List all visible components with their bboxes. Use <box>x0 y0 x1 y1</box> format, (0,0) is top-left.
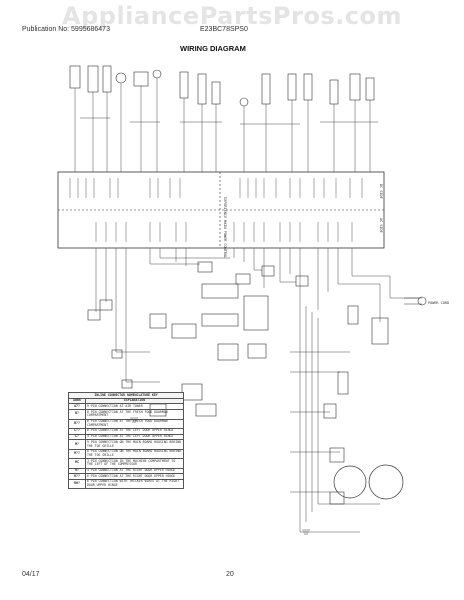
lower-harness <box>95 248 420 533</box>
table-row: B??6 PIN CONNECTION AT THE FRESH FOOD DO… <box>68 418 184 429</box>
ac-side-label: AC SIDE <box>379 218 383 233</box>
row-text: 9 PIN CONNECTION ON THE MAIN BOARD HOUSI… <box>85 439 184 450</box>
top-components <box>69 65 375 107</box>
footer-date: 04/17 <box>22 571 40 578</box>
row-code: RH? <box>68 478 86 490</box>
page-title: WIRING DIAGRAM <box>180 44 246 53</box>
row-text: 3 PIN CONNECTION IN THE MACHINE COMPARTM… <box>85 458 184 469</box>
row-text: 6 PIN CONNECTION AT THE FRESH FOOD DOORM… <box>85 418 184 429</box>
dc-side-label: DC SIDE <box>379 184 383 199</box>
row-text: 6 PIN CONNECTION WITH THICKER WIRES AT T… <box>85 478 184 490</box>
row-text: 6 PIN CONNECTION ON THE MAIN BOARD HOUSI… <box>85 448 184 460</box>
power-cord-label: POWER CORD <box>428 301 449 305</box>
table-row: M?9 PIN CONNECTION ON THE MAIN BOARD HOU… <box>68 439 184 450</box>
row-code: B? <box>68 409 86 420</box>
row-code: M?? <box>68 448 86 460</box>
publication-number: Publication No: 5995686473 <box>22 26 110 33</box>
main-control-board <box>57 171 385 249</box>
board-pins <box>69 178 363 242</box>
top-leads <box>74 78 378 172</box>
table-row: B?6 PIN CONNECTION AT THE FRESH FOOD DOO… <box>68 409 184 420</box>
right-devices <box>323 296 427 505</box>
table-row: RH?6 PIN CONNECTION WITH THICKER WIRES A… <box>68 478 184 490</box>
row-code: B?? <box>68 418 86 429</box>
row-text: 6 PIN CONNECTION AT THE FRESH FOOD DOORM… <box>85 409 184 420</box>
board-name: EXPERIENCE MAIN POWER CONTROL <box>223 197 227 258</box>
row-code: M? <box>68 439 86 450</box>
site-watermark: AppliancePartsPros.com <box>62 2 402 30</box>
model-number: E23BC78SPS0 <box>200 26 248 33</box>
row-code: MC <box>68 458 86 469</box>
wiring-diagram: EXPERIENCE MAIN POWER CONTROL DC SIDE AC… <box>57 65 449 535</box>
connector-key-table: INLINE CONNECTOR NOMENCLATURE KEY ABBR E… <box>68 392 184 490</box>
table-row: M??6 PIN CONNECTION ON THE MAIN BOARD HO… <box>68 448 184 460</box>
page-number: 20 <box>226 571 234 578</box>
